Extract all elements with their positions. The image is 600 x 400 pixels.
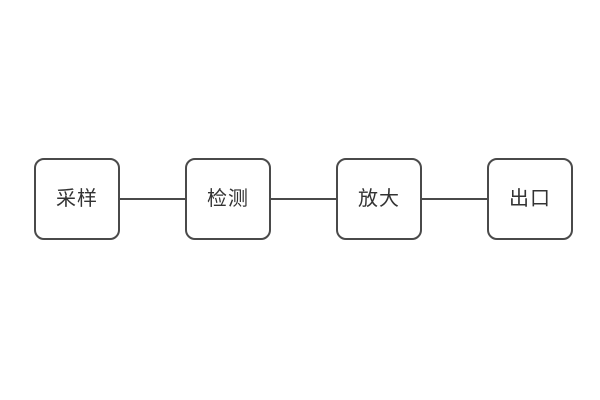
flow-node-sampling-label: 采样 bbox=[56, 188, 98, 210]
flow-node-outlet: 出口 bbox=[487, 158, 573, 240]
flow-node-amplification-label: 放大 bbox=[358, 188, 400, 210]
connector-line-3 bbox=[422, 198, 487, 200]
flow-node-detection-label: 检测 bbox=[207, 188, 249, 210]
flow-node-outlet-label: 出口 bbox=[509, 188, 551, 210]
flow-node-detection: 检测 bbox=[185, 158, 271, 240]
flow-node-sampling: 采样 bbox=[34, 158, 120, 240]
connector-line-2 bbox=[271, 198, 336, 200]
connector-line-1 bbox=[120, 198, 185, 200]
flowchart-row: 采样 检测 放大 出口 bbox=[34, 158, 573, 240]
flow-node-amplification: 放大 bbox=[336, 158, 422, 240]
